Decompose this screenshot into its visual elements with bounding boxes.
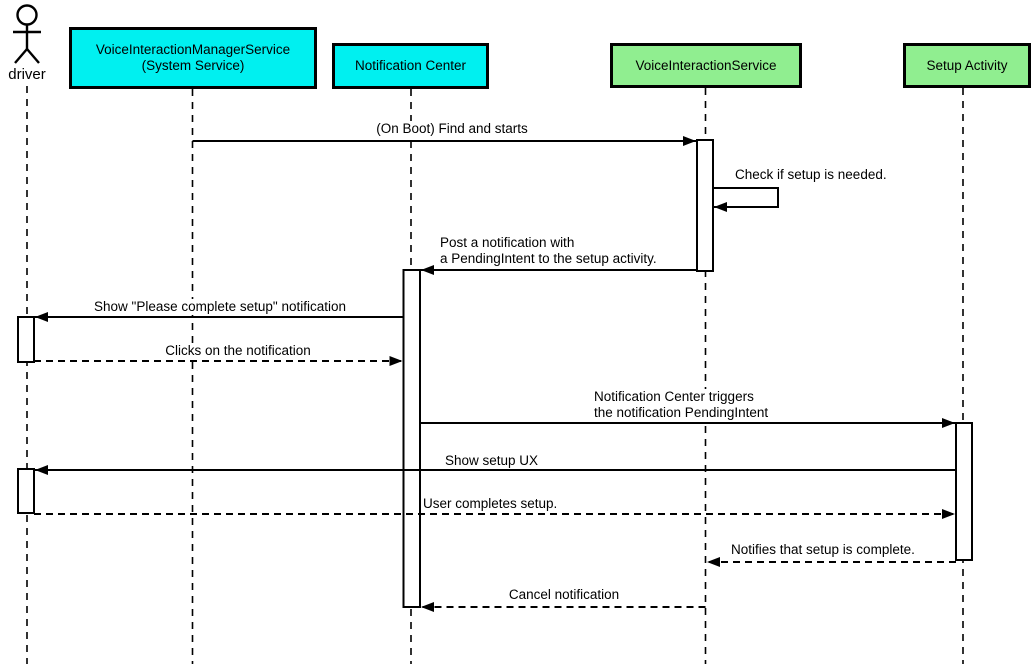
message-label-notifies-setup-complete: Notifies that setup is complete. (729, 542, 917, 558)
activation-nc (402, 269, 421, 608)
activation-driver-1 (17, 316, 35, 363)
message-label-post-notification: Post a notification with a PendingIntent… (438, 235, 659, 267)
actor-driver-label: driver (0, 66, 54, 83)
message-label-show-complete-setup-notification: Show "Please complete setup" notificatio… (80, 299, 360, 315)
arrow-check-if-setup-needed-self (713, 187, 779, 212)
message-label-cancel-notification: Cancel notification (462, 587, 666, 603)
message-label-nc-triggers-pendingintent: Notification Center triggers the notific… (592, 389, 771, 421)
message-label-check-if-setup-needed: Check if setup is needed. (733, 167, 889, 183)
activation-vis (696, 139, 714, 272)
activation-driver-2 (17, 468, 35, 514)
participant-notification-center: Notification Center (332, 43, 489, 89)
activation-sa (955, 422, 973, 561)
message-label-clicks-on-notification: Clicks on the notification (104, 343, 372, 359)
participant-voice-interaction-manager-service: VoiceInteractionManagerService (System S… (69, 27, 317, 89)
message-label-show-setup-ux: Show setup UX (443, 453, 541, 469)
participant-voice-interaction-service: VoiceInteractionService (610, 43, 802, 88)
participant-setup-activity: Setup Activity (903, 43, 1031, 88)
message-label-on-boot-find-and-starts: (On Boot) Find and starts (320, 121, 584, 137)
actor-icon (13, 4, 41, 64)
message-label-user-completes-setup: User completes setup. (421, 496, 560, 512)
